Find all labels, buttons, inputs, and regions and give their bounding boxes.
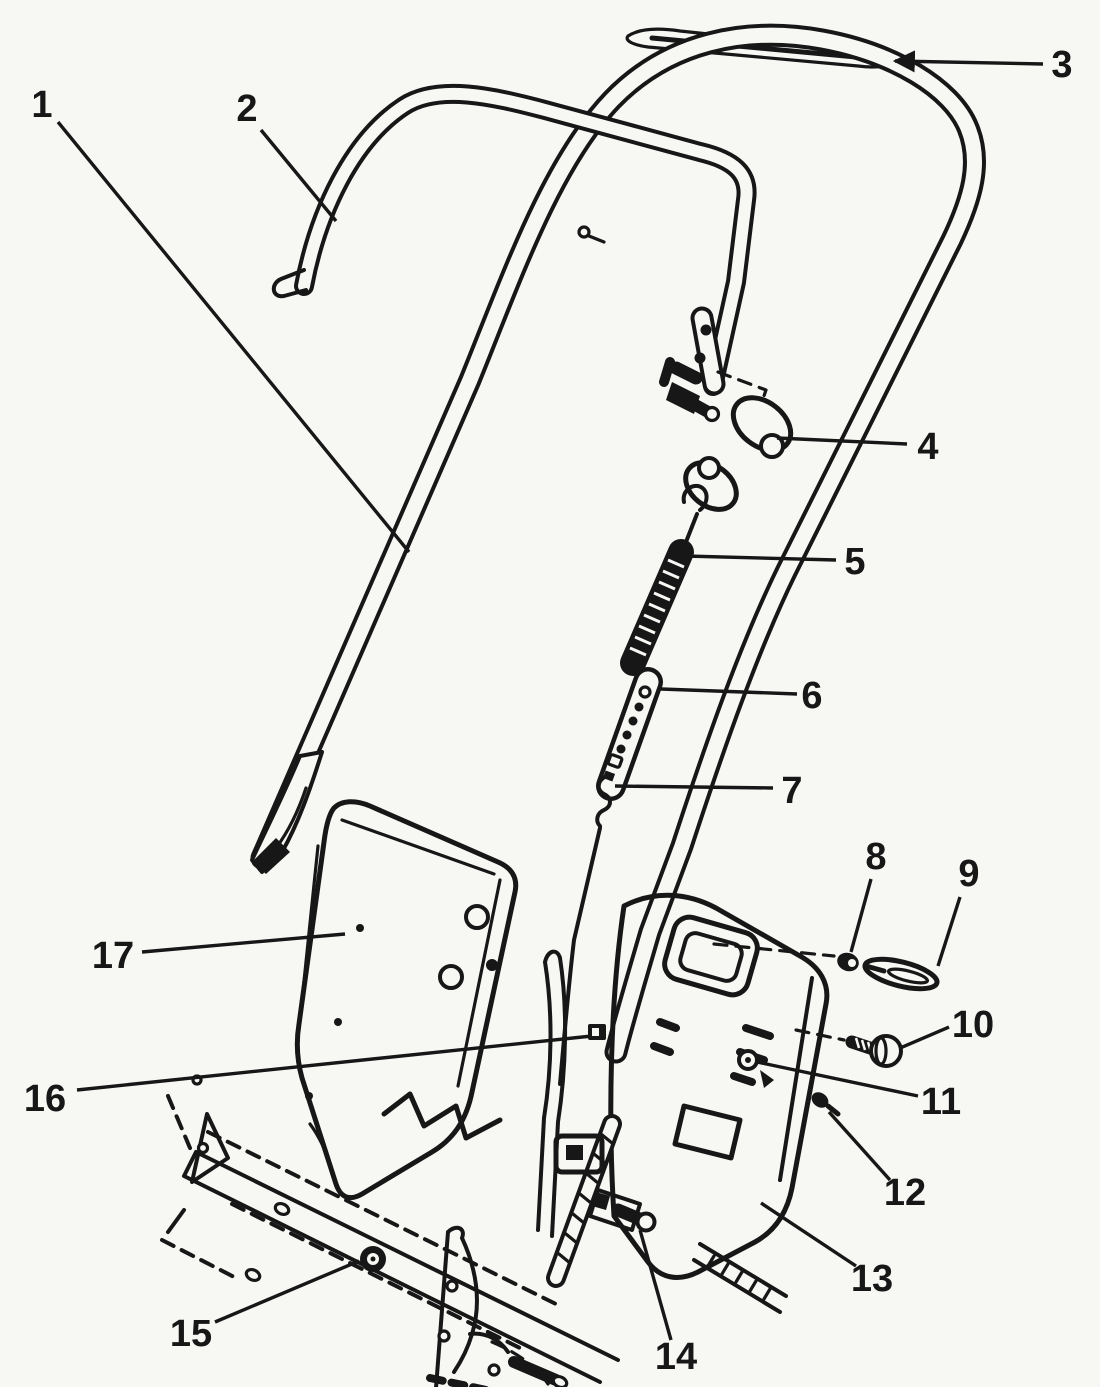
part-9-leader-line — [936, 896, 962, 967]
part-10-leader-line — [899, 1025, 950, 1050]
pivot-bracket — [434, 1225, 510, 1387]
part-8-leader-line — [849, 878, 873, 953]
hidden-line — [712, 942, 846, 1042]
part-2-leader-line — [259, 128, 338, 223]
screw — [811, 1092, 829, 1108]
lower-frame — [160, 1074, 657, 1387]
left-cover-panel — [294, 799, 519, 1201]
part-8-label: 8 — [865, 836, 886, 878]
part-1-label: 1 — [31, 84, 52, 126]
artwork-layer — [160, 23, 986, 1387]
part-14-label: 14 — [655, 1336, 697, 1378]
part-5-leader-line — [684, 554, 837, 562]
frame-pin — [508, 1356, 562, 1386]
tube-hole — [577, 225, 591, 239]
clip-nut — [588, 1024, 606, 1040]
part-6-label: 6 — [801, 675, 822, 717]
cable — [558, 826, 602, 1086]
part-15-label: 15 — [170, 1313, 212, 1355]
part-4-leader-line — [776, 436, 908, 446]
adjuster-strap — [596, 667, 663, 801]
part-3-label: 3 — [1051, 44, 1072, 86]
part-11-label: 11 — [921, 1081, 961, 1123]
fastener-cluster — [737, 952, 940, 1117]
part-13-leader-line — [760, 1201, 857, 1268]
latch-bracket — [659, 306, 768, 430]
roller-bracket — [588, 1188, 642, 1232]
part-15-leader-line — [214, 1259, 360, 1324]
part-12-leader-line — [827, 1110, 892, 1182]
part-6-leader-line — [660, 687, 798, 696]
part-14-leader-line — [638, 1229, 673, 1341]
s-hook — [558, 774, 612, 1086]
part-17-leader-line — [141, 932, 346, 954]
housing-window — [672, 1103, 743, 1161]
part-16-leader-line — [76, 1034, 593, 1092]
part-12-label: 12 — [884, 1172, 926, 1214]
part-17-label: 17 — [92, 935, 134, 977]
cable-conduit — [536, 949, 568, 1238]
control-bar — [271, 83, 757, 396]
part-5-label: 5 — [844, 541, 865, 583]
bar-hook-end — [271, 268, 308, 299]
eyelet-link — [862, 956, 940, 992]
part-4-label: 4 — [917, 426, 938, 468]
part-10-label: 10 — [952, 1004, 994, 1046]
t-pin — [669, 361, 703, 385]
step-bracket — [381, 1091, 503, 1141]
part-7-leader-line — [614, 784, 774, 790]
part-1-leader-line — [56, 120, 411, 554]
part-7-label: 7 — [781, 770, 802, 812]
part-9-label: 9 — [958, 853, 979, 895]
right-housing — [381, 892, 846, 1314]
part-11-leader-line — [756, 1060, 919, 1098]
ferrule-pin — [837, 952, 859, 972]
bushings — [683, 395, 794, 512]
part-13-label: 13 — [851, 1258, 893, 1300]
clutch-rod-and-spring — [620, 483, 709, 676]
part-2-label: 2 — [236, 88, 257, 130]
part-3-leader-line — [892, 50, 1044, 73]
part-16-label: 16 — [24, 1078, 66, 1120]
